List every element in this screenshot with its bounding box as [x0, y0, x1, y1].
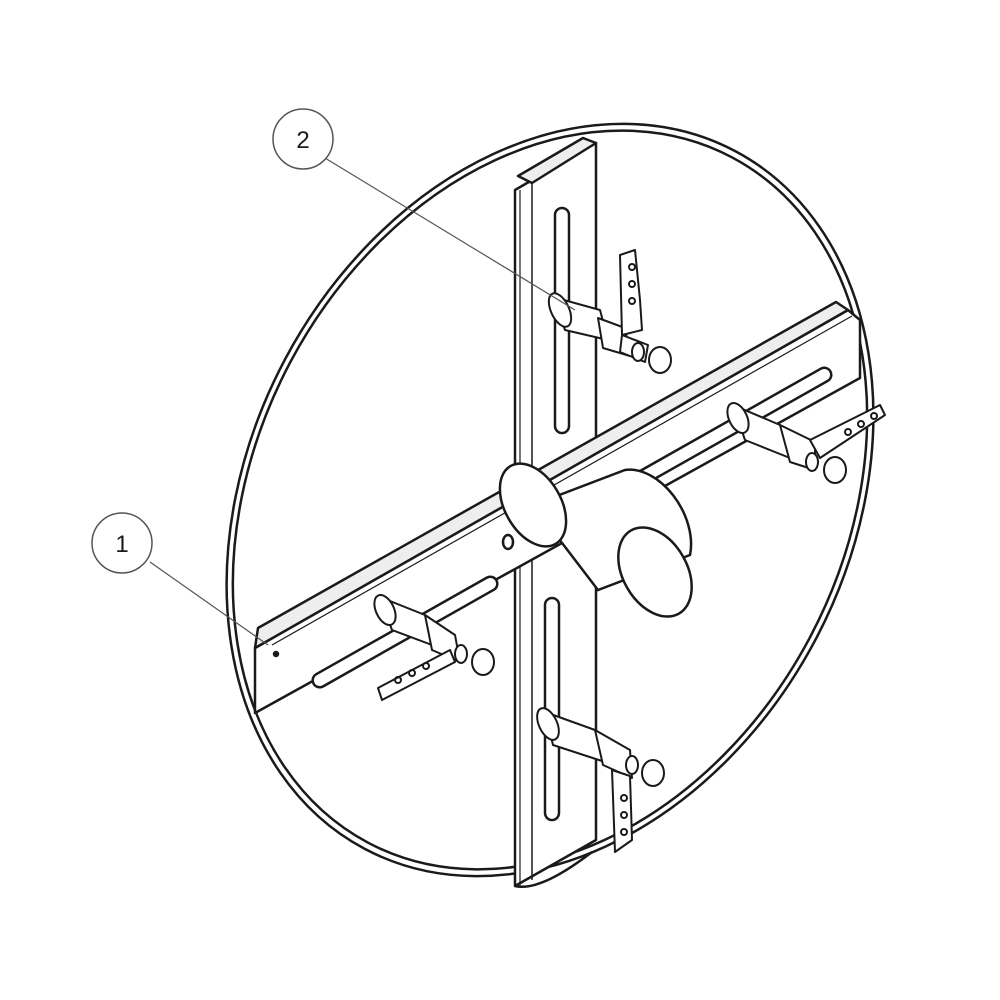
callout-1: 1 [91, 512, 269, 646]
clamp-assembly-right [726, 402, 886, 484]
clamp-assembly-top [547, 249, 672, 374]
callout-number-1: 1 [115, 531, 128, 558]
callout-2: 2 [272, 108, 576, 311]
callout-bubble-2 [272, 108, 334, 170]
callout-bubble-1 [91, 512, 153, 574]
callout-number-2: 2 [296, 127, 309, 154]
clamp-assembly-bottom [536, 707, 665, 853]
central-hub [498, 462, 693, 618]
outer-ring [225, 122, 875, 878]
clamp-assembly-left [373, 594, 495, 701]
leader-line-2 [324, 157, 576, 311]
leader-line-1 [149, 561, 269, 646]
